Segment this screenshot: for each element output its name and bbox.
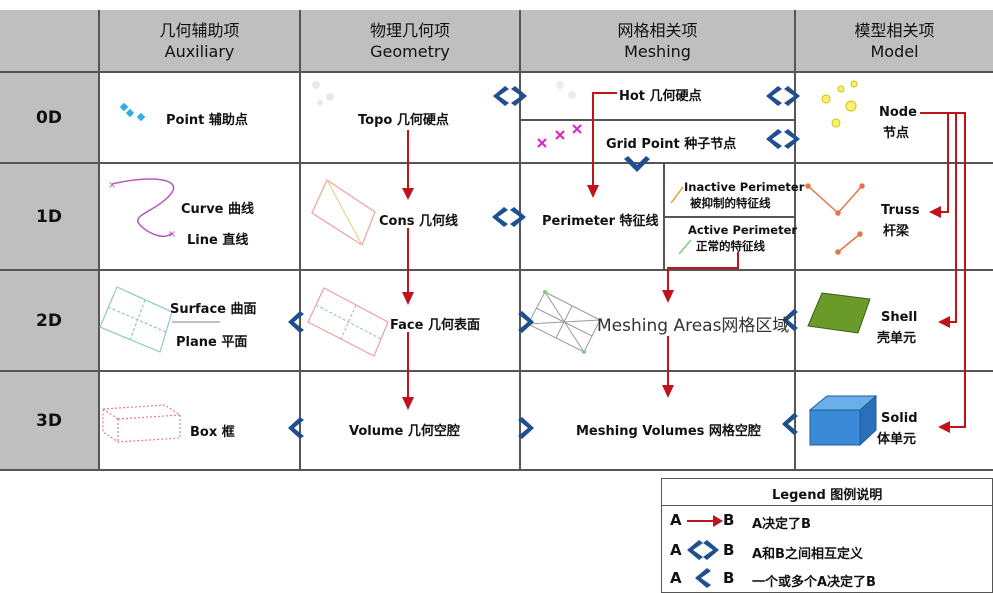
- model-node-zh: 节点: [883, 126, 910, 141]
- grid-line: [519, 10, 521, 470]
- legend-item-desc: 一个或多个A决定了B: [752, 575, 876, 590]
- grid-line: [0, 162, 993, 164]
- mesh-active-perimeter-label: Active Perimeter: [688, 223, 798, 237]
- aux-point-label: Point 辅助点: [166, 113, 248, 128]
- inactive-perimeter-icon: [670, 186, 684, 204]
- legend-item-a: A: [670, 569, 682, 587]
- model-truss-zh: 杆梁: [883, 224, 910, 239]
- truss-icon: [805, 183, 865, 255]
- mesh-inactive-perimeter-label: Inactive Perimeter: [684, 180, 805, 194]
- aux-plane-label: Plane 平面: [176, 335, 248, 350]
- row-label-0d: 0D: [36, 107, 62, 128]
- grid-line: [98, 10, 100, 470]
- column-en: Auxiliary: [164, 42, 235, 61]
- cons-rect-icon: [311, 179, 376, 246]
- aux-box-label: Box 框: [190, 425, 235, 440]
- model-shell-zh: 壳单元: [877, 331, 917, 346]
- model-node-label: Node: [879, 105, 917, 120]
- curve-end-marker: ×: [168, 229, 176, 240]
- legend-single-chevron-icon: [695, 568, 711, 588]
- grid-line: [663, 216, 794, 218]
- mesh-perimeter-label: Perimeter 特征线: [542, 214, 659, 229]
- legend-item-desc: A和B之间相互定义: [752, 547, 863, 562]
- grid-line: [794, 10, 796, 470]
- column-header-meshing: 网格相关项 Meshing: [521, 12, 794, 70]
- down-chevron-icon: [624, 156, 650, 172]
- legend-item-b: B: [723, 541, 735, 559]
- grid-line: [0, 269, 993, 271]
- curve-icon: [111, 178, 175, 237]
- grid-line: [519, 119, 794, 121]
- geo-topo-label: Topo 几何硬点: [358, 113, 449, 128]
- topo-dots-icon: [312, 81, 334, 106]
- face-rect-icon: [307, 287, 389, 357]
- surface-plane-icon: [99, 286, 173, 353]
- legend-item-a: A: [670, 541, 682, 559]
- shell-icon: [807, 292, 871, 334]
- header-row-bg: [0, 10, 993, 72]
- blue-single-chevrons: [288, 309, 798, 439]
- grid-line: [663, 163, 665, 270]
- curve-end-marker: ×: [108, 180, 116, 191]
- aux-line-label: Line 直线: [187, 233, 249, 248]
- legend-divider: [662, 505, 993, 506]
- column-en: Model: [870, 42, 919, 61]
- mesh-grid-point-label: Grid Point 种子节点: [606, 137, 737, 152]
- column-zh: 网格相关项: [617, 21, 698, 40]
- red-arrowheads: [402, 185, 950, 433]
- mesh-inactive-perimeter-zh: 被抑制的特征线: [690, 196, 771, 210]
- point-diamonds-icon: [119, 102, 146, 122]
- grid-line: [0, 370, 993, 372]
- node-circles-icon: [821, 80, 858, 128]
- hot-dots-icon: [556, 81, 576, 99]
- mesh-volumes-label: Meshing Volumes 网格空腔: [576, 424, 761, 439]
- column-header-auxiliary: 几何辅助项 Auxiliary: [100, 12, 299, 70]
- legend-double-chevron-icon: [687, 540, 719, 560]
- grid-line: [0, 71, 993, 73]
- model-truss-label: Truss: [881, 203, 920, 218]
- legend-title: Legend 图例说明: [772, 488, 883, 503]
- legend-item-desc: A决定了B: [752, 517, 811, 532]
- column-zh: 模型相关项: [854, 21, 935, 40]
- column-header-geometry: 物理几何项 Geometry: [301, 12, 519, 70]
- box-icon: [102, 404, 181, 443]
- blue-double-chevrons: [492, 86, 800, 227]
- legend-item-b: B: [723, 569, 735, 587]
- geo-volume-label: Volume 几何空腔: [349, 424, 460, 439]
- column-en: Geometry: [370, 42, 450, 61]
- grid-line: [0, 469, 993, 471]
- legend-item-b: B: [723, 511, 735, 529]
- row-label-2d: 2D: [36, 310, 62, 331]
- active-perimeter-icon: [678, 239, 692, 255]
- legend-red-arrow-icon: [687, 515, 723, 527]
- mesh-active-perimeter-zh: 正常的特征线: [696, 239, 765, 253]
- column-header-model: 模型相关项 Model: [796, 12, 993, 70]
- mesh-hot-label: Hot 几何硬点: [619, 89, 702, 104]
- row-label-3d: 3D: [36, 410, 62, 431]
- red-arrows: [407, 92, 966, 428]
- grid-point-marks-icon: [537, 124, 582, 148]
- model-solid-label: Solid: [881, 411, 918, 426]
- aux-surface-label: Surface 曲面: [170, 302, 257, 317]
- model-solid-zh: 体单元: [877, 432, 917, 447]
- row-header-bg: [0, 72, 99, 470]
- legend-item-a: A: [670, 511, 682, 529]
- model-shell-label: Shell: [881, 310, 918, 325]
- geo-face-label: Face 几何表面: [390, 318, 480, 333]
- column-zh: 几何辅助项: [159, 21, 240, 40]
- geo-cons-label: Cons 几何线: [379, 214, 458, 229]
- grid-line: [299, 10, 301, 470]
- column-zh: 物理几何项: [369, 21, 450, 40]
- mesh-areas-label: Meshing Areas网格区域: [597, 316, 790, 336]
- aux-curve-label: Curve 曲线: [181, 202, 255, 217]
- row-label-1d: 1D: [36, 206, 62, 227]
- meshing-area-icon: [527, 291, 601, 353]
- column-en: Meshing: [624, 42, 691, 61]
- solid-icon: [808, 394, 878, 447]
